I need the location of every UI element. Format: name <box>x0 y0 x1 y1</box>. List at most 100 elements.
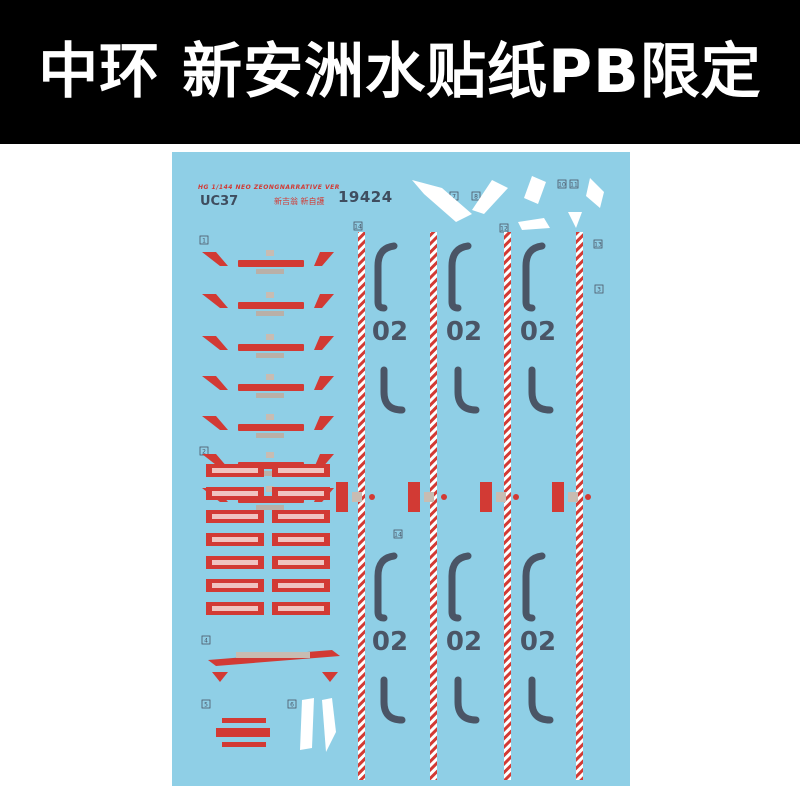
hazard-stripe <box>430 232 437 780</box>
wing-decal-left <box>202 336 228 350</box>
index-label: 10 <box>558 182 566 189</box>
small-panel <box>266 334 274 340</box>
small-panel <box>266 414 274 420</box>
plate-text <box>278 560 324 565</box>
index-label: 12 <box>500 226 508 233</box>
index-box <box>569 179 579 189</box>
plate-text <box>278 468 324 473</box>
marking-number: 02 <box>372 627 408 657</box>
plate-text <box>212 491 258 496</box>
index-label: 1 <box>202 238 206 245</box>
plate-text <box>212 514 258 519</box>
plate-text <box>278 583 324 588</box>
index-box <box>593 239 603 249</box>
index-box <box>594 284 604 294</box>
grey-panel <box>256 393 284 398</box>
bar-decal <box>238 260 304 267</box>
hook-top <box>448 242 472 312</box>
index-label: 7 <box>452 194 456 201</box>
wing-decal-right <box>314 376 334 390</box>
index-label: 3 <box>597 287 601 294</box>
marking-number: 02 <box>520 317 556 347</box>
plate-text <box>278 606 324 611</box>
index-label: 14 <box>354 224 362 231</box>
connector-dot <box>513 494 519 500</box>
hook-bottom <box>454 366 480 414</box>
white-decal <box>568 212 582 228</box>
connector-block <box>552 482 564 512</box>
small-panel <box>266 452 274 458</box>
hazard-stripe <box>358 232 365 780</box>
plate-text <box>278 537 324 542</box>
grey-panel <box>256 353 284 358</box>
marking-number: 02 <box>446 317 482 347</box>
index-label: 6 <box>290 702 294 709</box>
small-bar <box>222 742 266 747</box>
white-strip <box>322 698 336 752</box>
connector-panel <box>352 492 362 502</box>
white-decal <box>524 176 546 204</box>
plate-text <box>212 537 258 542</box>
small-panel <box>266 292 274 298</box>
bar-decal <box>238 424 304 431</box>
connector-panel <box>496 492 506 502</box>
grey-panel <box>256 505 284 510</box>
wing-decal-right <box>314 416 334 430</box>
index-label: 11 <box>570 182 578 189</box>
plate-text <box>212 606 258 611</box>
hook-top <box>522 552 546 622</box>
index-box <box>353 221 363 231</box>
hazard-stripe <box>504 232 511 780</box>
wing-decal-left <box>202 252 228 266</box>
index-box <box>471 191 481 201</box>
model-line: HG 1/144 NEO ZEONGNARRATIVE VER <box>198 184 340 191</box>
plate-text <box>212 468 258 473</box>
hook-top <box>448 552 472 622</box>
connector-dot <box>441 494 447 500</box>
connector-block <box>408 482 420 512</box>
plate-text <box>278 491 324 496</box>
plate-text <box>212 560 258 565</box>
index-label: 13 <box>594 242 602 249</box>
white-decal <box>472 180 508 214</box>
wing-decal-left <box>202 294 228 308</box>
plate-text <box>212 583 258 588</box>
white-strip <box>300 698 314 750</box>
wing-decal-right <box>314 252 334 266</box>
hook-bottom <box>380 676 406 724</box>
banner-title: 中环 新安洲水贴纸PB限定 <box>38 37 762 107</box>
index-box <box>287 699 297 709</box>
wing-decal-left <box>202 376 228 390</box>
hook-top <box>522 242 546 312</box>
small-plate <box>216 728 270 737</box>
wing-decal-right <box>314 336 334 350</box>
grey-panel <box>256 311 284 316</box>
grey-panel <box>256 269 284 274</box>
plate-text <box>278 514 324 519</box>
connector-dot <box>585 494 591 500</box>
connector-panel <box>568 492 578 502</box>
bar-decal <box>238 344 304 351</box>
maker-label: 新吉翁 新自護 <box>274 197 325 206</box>
index-box <box>201 635 211 645</box>
wing-decal-right <box>314 294 334 308</box>
hook-bottom <box>528 676 554 724</box>
group4-tri <box>212 672 228 682</box>
index-label: 2 <box>202 449 206 456</box>
wing-decal-left <box>202 416 228 430</box>
sheet-code: UC37 <box>200 194 239 209</box>
connector-dot <box>369 494 375 500</box>
hazard-stripe <box>576 232 583 780</box>
connector-panel <box>424 492 434 502</box>
white-decal <box>518 218 550 230</box>
bar-decal <box>238 302 304 309</box>
index-label: 4 <box>204 638 208 645</box>
marking-number: 02 <box>520 627 556 657</box>
grey-panel <box>256 471 284 476</box>
small-bar <box>222 718 266 723</box>
marking-number: 02 <box>372 317 408 347</box>
sheet-number: 19424 <box>338 188 393 206</box>
index-box <box>201 699 211 709</box>
